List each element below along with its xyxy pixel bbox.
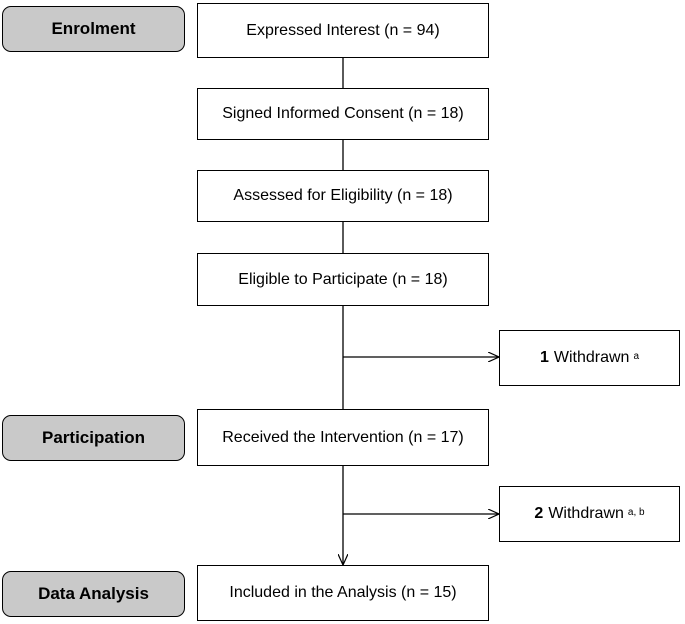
box-eligible: Eligible to Participate (n = 18) [197,253,489,306]
box-signed-consent: Signed Informed Consent (n = 18) [197,88,489,140]
box-assessed-eligibility: Assessed for Eligibility (n = 18) [197,170,489,222]
box-received-intervention: Received the Intervention (n = 17) [197,409,489,466]
second-withdrawn-footnote: a, b [627,506,645,518]
first-withdrawn-count: 1 [539,349,549,366]
second-withdrawn-label: Withdrawn [548,505,624,522]
second-withdrawn-count: 2 [534,505,544,522]
box-expressed-interest: Expressed Interest (n = 94) [197,3,489,58]
stage-enrolment: Enrolment [2,6,185,52]
first-withdrawn-label: Withdrawn [553,349,630,366]
stage-participation: Participation [2,415,185,461]
stage-data-analysis: Data Analysis [2,571,185,617]
box-included-analysis: Included in the Analysis (n = 15) [197,565,489,621]
box-second-withdrawn: 2 Withdrawn a, b [499,486,680,542]
first-withdrawn-footnote: a [633,350,640,362]
box-first-withdrawn: 1 Withdrawn a [499,330,680,386]
